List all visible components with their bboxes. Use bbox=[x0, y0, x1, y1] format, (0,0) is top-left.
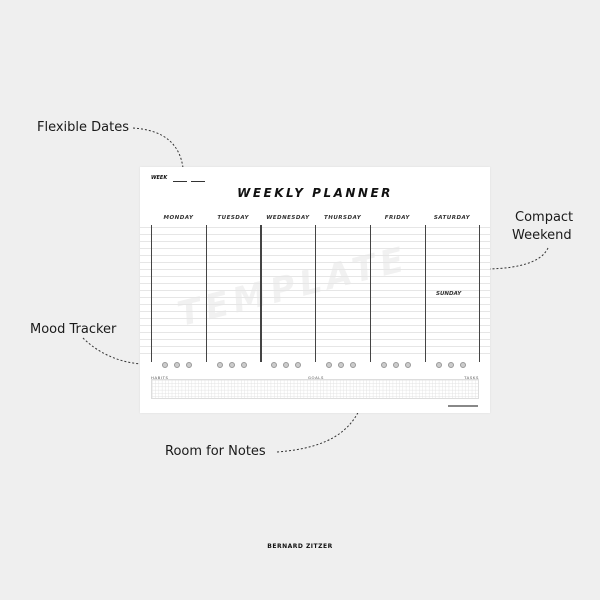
week-label: WEEK bbox=[151, 175, 168, 181]
writing-line bbox=[140, 318, 490, 319]
page-title: WEEKLY PLANNER bbox=[237, 186, 393, 200]
arrow-mood-tracker bbox=[82, 337, 151, 365]
day-divider bbox=[315, 225, 317, 362]
brand-logo: BERNARD ZITZER bbox=[267, 543, 333, 550]
week-start-line bbox=[173, 181, 187, 182]
annotation-flexible-dates: Flexible Dates bbox=[37, 120, 130, 135]
arrow-compact-weekend bbox=[471, 247, 549, 270]
mood-smiley-icon[interactable] bbox=[459, 362, 466, 368]
writing-line bbox=[140, 262, 490, 263]
writing-line bbox=[140, 339, 490, 340]
writing-line bbox=[140, 269, 490, 270]
day-friday: FRIDAY bbox=[384, 215, 410, 221]
mood-smiley-icon[interactable] bbox=[271, 362, 278, 368]
day-divider bbox=[205, 225, 207, 362]
writing-line bbox=[140, 353, 490, 354]
day-tuesday: TUESDAY bbox=[217, 215, 249, 221]
mood-smiley-icon[interactable] bbox=[447, 362, 454, 368]
writing-line bbox=[140, 325, 490, 326]
writing-line bbox=[140, 290, 490, 291]
writing-line bbox=[140, 276, 490, 277]
arrow-flexible-dates bbox=[132, 127, 184, 169]
weekly-planner-sheet: TEMPLATE WEEK WEEKLY PLANNER MONDAY TUESD… bbox=[140, 167, 490, 413]
writing-line bbox=[140, 248, 490, 249]
mood-smiley-icon[interactable] bbox=[228, 362, 235, 368]
day-thursday: THURSDAY bbox=[323, 215, 362, 221]
mood-smiley-icon[interactable] bbox=[186, 362, 192, 368]
day-divider bbox=[260, 225, 262, 362]
mood-smiley-icon[interactable] bbox=[380, 362, 387, 368]
copyright-mark bbox=[448, 405, 478, 407]
mood-smiley-icon[interactable] bbox=[326, 362, 333, 368]
day-divider bbox=[424, 225, 426, 362]
writing-line bbox=[140, 332, 490, 333]
notes-grid bbox=[151, 379, 479, 399]
day-divider bbox=[479, 225, 481, 362]
annotation-mood-tracker: Mood Tracker bbox=[30, 322, 117, 337]
day-divider bbox=[369, 225, 371, 362]
day-wednesday: WEDNESDAY bbox=[266, 215, 310, 221]
writing-line bbox=[140, 227, 490, 228]
day-sunday: SUNDAY bbox=[436, 291, 462, 297]
goals-label: GOALS bbox=[308, 375, 324, 380]
habits-label: HABITS bbox=[151, 375, 169, 380]
writing-line bbox=[140, 234, 490, 235]
mood-smiley-icon[interactable] bbox=[435, 362, 442, 368]
mood-smiley-icon[interactable] bbox=[392, 362, 399, 368]
day-divider bbox=[151, 225, 153, 362]
writing-line bbox=[140, 241, 490, 242]
day-saturday: SATURDAY bbox=[433, 215, 471, 221]
mood-smiley-icon[interactable] bbox=[162, 362, 168, 368]
writing-line bbox=[140, 346, 490, 347]
mood-smiley-icon[interactable] bbox=[240, 362, 247, 368]
watermark: TEMPLATE bbox=[173, 239, 413, 335]
writing-line bbox=[140, 311, 490, 312]
writing-line bbox=[140, 297, 490, 298]
mood-smiley-icon[interactable] bbox=[338, 362, 345, 368]
day-monday: MONDAY bbox=[163, 215, 194, 221]
writing-line bbox=[140, 283, 490, 284]
mood-smiley-icon[interactable] bbox=[216, 362, 223, 368]
writing-line bbox=[140, 255, 490, 256]
mood-smiley-icon[interactable] bbox=[404, 362, 411, 368]
week-end-line bbox=[191, 181, 205, 182]
writing-line bbox=[140, 304, 490, 305]
annotation-room-for-notes: Room for Notes bbox=[165, 444, 266, 459]
tasks-label: TASKS bbox=[464, 375, 479, 380]
annotation-compact-weekend-line2: Weekend bbox=[512, 228, 572, 243]
annotation-compact-weekend-line1: Compact bbox=[515, 210, 574, 225]
mood-smiley-icon[interactable] bbox=[174, 362, 180, 368]
mood-smiley-icon[interactable] bbox=[350, 362, 357, 368]
mood-smiley-icon[interactable] bbox=[295, 362, 302, 368]
mood-smiley-icon[interactable] bbox=[283, 362, 290, 368]
